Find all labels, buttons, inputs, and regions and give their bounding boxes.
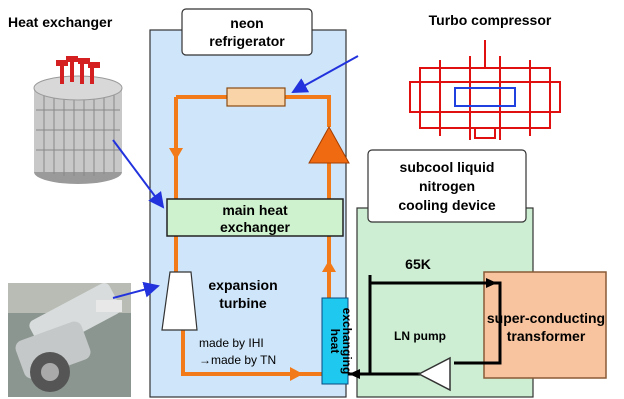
turbo-compressor-drawing-icon xyxy=(409,40,561,140)
made-by-tn-text: →made by TN xyxy=(199,353,276,367)
top-heat-exchanger-box xyxy=(226,87,286,107)
subcool-label-line2: nitrogen xyxy=(419,178,475,194)
heat-exchanging-label-line1: heat xyxy=(328,329,342,354)
main-hx-label-line1: main heat xyxy=(222,202,288,218)
neon-refrigerator-label-line2: refrigerator xyxy=(209,33,285,49)
temperature-65k-label: 65K xyxy=(405,256,431,272)
ln-pump-label: LN pump xyxy=(394,329,446,343)
flow-arrow-up-icon xyxy=(322,260,336,272)
pointer-arrow-compressor xyxy=(291,55,359,93)
pointer-arrow-heat-exchanger xyxy=(112,139,165,209)
turbo-compressor-title: Turbo compressor xyxy=(429,12,552,28)
ln-arrow-right-icon xyxy=(486,278,497,288)
expansion-turbine-shape xyxy=(161,271,198,331)
pointer-arrow-turbine xyxy=(112,281,160,299)
heat-exchanger-photo-icon xyxy=(33,56,123,184)
heat-exchanging-column xyxy=(321,297,349,385)
compressor-triangle-icon xyxy=(308,125,350,164)
main-hx-label-line2: exchanger xyxy=(220,219,291,235)
subcool-label-line3: cooling device xyxy=(398,197,495,213)
expansion-label-line2: turbine xyxy=(219,295,267,311)
flow-arrow-down-icon xyxy=(169,148,183,160)
neon-refrigerator-label-line1: neon xyxy=(230,15,263,31)
made-by-ihi-text: made by IHI xyxy=(199,336,264,350)
heat-exchanging-label-line2: exchanging xyxy=(340,308,354,375)
expansion-turbine-photo-icon xyxy=(8,282,131,397)
pump-triangle-icon xyxy=(417,356,451,392)
subcool-title-box xyxy=(367,149,527,223)
expansion-label-line1: expansion xyxy=(208,277,277,293)
heat-exchanger-title: Heat exchanger xyxy=(8,14,113,30)
transformer-label-line1: super-conducting xyxy=(487,310,605,326)
flow-arrow-right-icon xyxy=(290,367,303,381)
subcool-label-line1: subcool liquid xyxy=(400,159,495,175)
neon-refrigerator-title-box xyxy=(181,8,313,56)
main-heat-exchanger-box xyxy=(166,198,344,237)
transformer-label-line2: transformer xyxy=(507,328,586,344)
ln-arrow-left-icon xyxy=(349,369,360,379)
transformer-box xyxy=(483,271,607,379)
